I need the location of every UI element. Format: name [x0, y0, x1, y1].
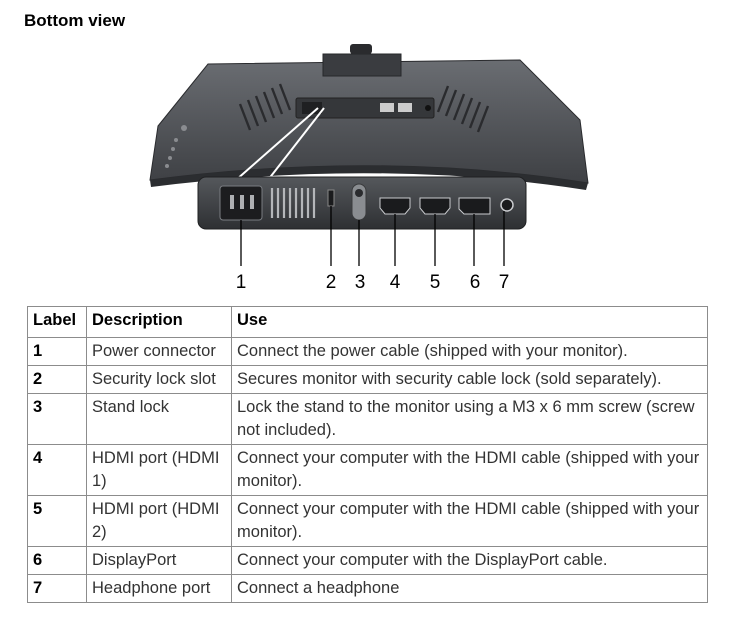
- row-label: 7: [27, 574, 87, 603]
- row-use: Lock the stand to the monitor using a M3…: [231, 393, 708, 445]
- zoom-lines: [235, 107, 325, 181]
- row-label: 1: [27, 337, 87, 366]
- row-label: 5: [27, 495, 87, 547]
- callout-2: 2: [325, 272, 337, 293]
- row-description: Security lock slot: [86, 365, 232, 394]
- header-use: Use: [231, 306, 708, 338]
- security-lock-slot: [327, 189, 335, 207]
- right-vent: [436, 85, 490, 133]
- row-description: Stand lock: [86, 393, 232, 445]
- table-row: 4 HDMI port (HDMI 1) Connect your comput…: [27, 444, 708, 496]
- callout-1: 1: [235, 272, 247, 293]
- panel-vent: [270, 188, 316, 218]
- displayport-port: [458, 197, 491, 215]
- headphone-port: [500, 198, 514, 212]
- callout-7: 7: [498, 272, 510, 293]
- stand-neck: [322, 53, 402, 77]
- row-use: Connect your computer with the HDMI cabl…: [231, 444, 708, 496]
- table-row: 1 Power connector Connect the power cabl…: [27, 337, 708, 366]
- row-use: Secures monitor with security cable lock…: [231, 365, 708, 394]
- callout-4: 4: [389, 272, 401, 293]
- row-description: HDMI port (HDMI 1): [86, 444, 232, 496]
- dell-logo-plate: [350, 44, 372, 54]
- leader-lines: [240, 206, 505, 266]
- row-label: 6: [27, 546, 87, 575]
- row-description: Headphone port: [86, 574, 232, 603]
- table-row: 2 Security lock slot Secures monitor wit…: [27, 365, 708, 394]
- control-buttons: [165, 125, 187, 168]
- row-use: Connect the power cable (shipped with yo…: [231, 337, 708, 366]
- row-label: 2: [27, 365, 87, 394]
- row-description: Power connector: [86, 337, 232, 366]
- table-row: 5 HDMI port (HDMI 2) Connect your comput…: [27, 495, 708, 547]
- section-heading: Bottom view: [24, 11, 126, 30]
- monitor-front-edge: [150, 165, 588, 190]
- monitor-body: [149, 59, 589, 184]
- ports-table: Label Description Use 1 Power connector …: [27, 306, 708, 603]
- callout-6: 6: [469, 272, 481, 293]
- row-label: 3: [27, 393, 87, 445]
- row-description: HDMI port (HDMI 2): [86, 495, 232, 547]
- callout-5: 5: [429, 272, 441, 293]
- monitor-bottom-view-diagram: [149, 44, 589, 266]
- row-label: 4: [27, 444, 87, 496]
- table-header-row: Label Description Use: [27, 306, 708, 338]
- table-row: 7 Headphone port Connect a headphone: [27, 574, 708, 603]
- left-vent: [238, 83, 292, 131]
- row-description: DisplayPort: [86, 546, 232, 575]
- hdmi-port-1: [379, 197, 411, 215]
- row-use: Connect your computer with the DisplayPo…: [231, 546, 708, 575]
- callout-3: 3: [354, 272, 366, 293]
- table-row: 6 DisplayPort Connect your computer with…: [27, 546, 708, 575]
- header-description: Description: [86, 306, 232, 338]
- row-use: Connect your computer with the HDMI cabl…: [231, 495, 708, 547]
- row-use: Connect a headphone: [231, 574, 708, 603]
- hdmi-port-2: [419, 197, 451, 215]
- header-label: Label: [27, 306, 87, 338]
- table-row: 3 Stand lock Lock the stand to the monit…: [27, 393, 708, 445]
